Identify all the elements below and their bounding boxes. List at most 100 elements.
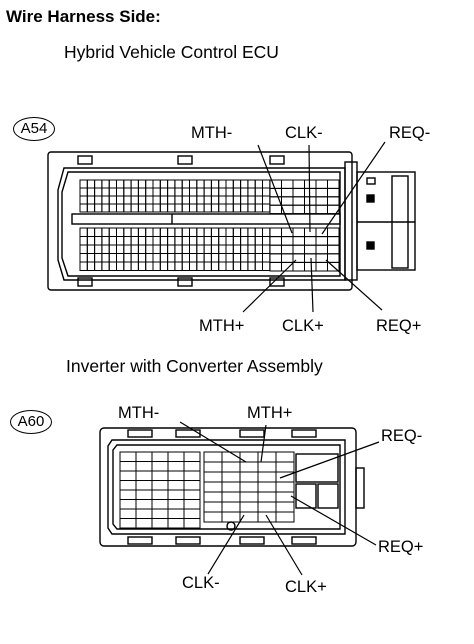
a54-pin-cavity — [181, 253, 190, 263]
a54-pin-cavity — [189, 227, 198, 237]
a60-pin-cavity — [151, 461, 169, 472]
a54-pin-cavity-large — [281, 187, 294, 198]
a60-pin-cavity — [203, 491, 223, 503]
a54-pin-cavity — [210, 227, 220, 237]
a54-pin-cavity-large — [304, 261, 317, 272]
a54-pin-cavity — [116, 195, 125, 205]
a54-pin-cavity-large — [315, 261, 328, 272]
a54-pin-cavity — [167, 227, 176, 237]
a54-pin-cavity — [203, 244, 212, 254]
a60-pin-cavity — [183, 508, 201, 519]
a60-pin-cavity — [167, 499, 185, 510]
a54-pin-cavity — [210, 195, 220, 205]
a54-pin-cavity — [210, 203, 220, 213]
a54-pin-cavity — [152, 187, 161, 197]
a54-pin-cavity — [137, 195, 147, 205]
a60-pin-cavity — [119, 470, 137, 481]
a54-pin-cavity — [123, 253, 132, 263]
a54-pin-cavity — [254, 227, 263, 237]
a54-pin-cavity — [108, 244, 117, 254]
a54-pin-cavity — [86, 236, 96, 246]
a54-pin-cavity — [210, 179, 220, 189]
inv-label-req-plus: REQ+ — [378, 538, 424, 556]
a54-pin-cavity — [94, 187, 103, 197]
a54-pin-cavity-large — [327, 261, 340, 272]
a54-pin-cavity — [262, 195, 271, 205]
a54-pin-cavity — [116, 236, 125, 246]
a54-pin-cavity — [79, 195, 88, 205]
a54-pin-cavity — [79, 236, 88, 246]
a60-pin-cavity — [135, 480, 153, 491]
a60-pin-cavity — [221, 491, 241, 503]
a54-pin-cavity — [196, 236, 205, 246]
a54-pin-cavity — [262, 253, 271, 263]
a54-pin-cavity — [79, 227, 88, 237]
a54-pin-cavity — [130, 195, 139, 205]
a54-pin-cavity — [196, 244, 205, 254]
a54-pin-cavity — [181, 179, 190, 189]
a54-pin-cavity — [145, 244, 154, 254]
a54-pin-cavity — [247, 244, 256, 254]
a54-pin-cavity — [159, 195, 169, 205]
a54-pin-cavity — [86, 253, 96, 263]
a54-pin-cavity — [159, 187, 169, 197]
a60-pin-cavity — [119, 508, 137, 519]
a60-connector-tag: A60 — [10, 410, 52, 434]
a54-pin-cavity — [247, 227, 256, 237]
a54-pin-cavity — [137, 187, 147, 197]
a54-pin-cavity — [262, 244, 271, 254]
a60-pin-cavity — [167, 489, 185, 500]
a60-pin-cavity — [221, 511, 241, 523]
a54-pin-cavity — [101, 195, 110, 205]
a54-pin-cavity — [218, 236, 227, 246]
a60-pin-grid-middle — [203, 451, 295, 523]
a54-pin-cavity — [174, 179, 183, 189]
a54-pin-cavity — [101, 244, 110, 254]
a54-pin-cavity-large — [292, 244, 305, 255]
a60-pin-cavity — [167, 508, 185, 519]
a60-pin-cavity — [221, 481, 241, 493]
a54-pin-cavity — [203, 253, 212, 263]
a54-pin-cavity — [123, 244, 132, 254]
a54-pin-cavity — [218, 195, 227, 205]
a54-pin-cavity-large — [327, 196, 340, 206]
a60-pin-cavity — [239, 501, 259, 513]
a54-pin-cavity — [232, 195, 242, 205]
a54-pin-cavity — [181, 261, 190, 271]
a54-pin-cavity-large — [292, 261, 305, 272]
a54-pin-cavity — [240, 244, 249, 254]
a54-pin-cavity — [210, 187, 220, 197]
a54-pin-cavity — [152, 261, 161, 271]
a54-pin-cavity — [210, 244, 220, 254]
a54-pin-cavity-large — [269, 204, 282, 215]
a54-pin-cavity — [116, 244, 125, 254]
a54-pin-cavity-large — [292, 196, 305, 206]
a54-pin-cavity — [108, 261, 117, 271]
a54-pin-cavity — [174, 236, 183, 246]
a54-pin-cavity-large — [292, 227, 305, 238]
a60-pin-cavity — [119, 480, 137, 491]
ecu-label-clk-plus: CLK+ — [282, 317, 324, 335]
a54-pin-cavity — [254, 203, 263, 213]
a60-pin-cavity — [275, 451, 295, 463]
a60-pin-cavity — [135, 470, 153, 481]
a54-pin-cavity — [101, 203, 110, 213]
a54-pin-cavity — [196, 253, 205, 263]
a54-pin-cavity — [86, 227, 96, 237]
a54-pin-cavity — [137, 261, 147, 271]
a54-pin-cavity-large — [269, 227, 282, 238]
a54-pin-cavity — [167, 236, 176, 246]
page-heading: Wire Harness Side: — [6, 7, 161, 26]
a60-connector-drawing — [99, 427, 365, 547]
a54-pin-cavity — [123, 203, 132, 213]
a60-pin-cavity — [119, 518, 137, 529]
a60-pin-cavity — [275, 481, 295, 493]
a54-pin-cavity — [254, 261, 263, 271]
a54-pin-cavity — [167, 195, 176, 205]
a60-pin-cavity — [135, 461, 153, 472]
a54-pin-cavity — [137, 244, 147, 254]
a54-pin-cavity — [189, 203, 198, 213]
a54-pin-cavity — [130, 236, 139, 246]
a54-pin-cavity — [159, 179, 169, 189]
a54-pin-cavity — [262, 179, 271, 189]
